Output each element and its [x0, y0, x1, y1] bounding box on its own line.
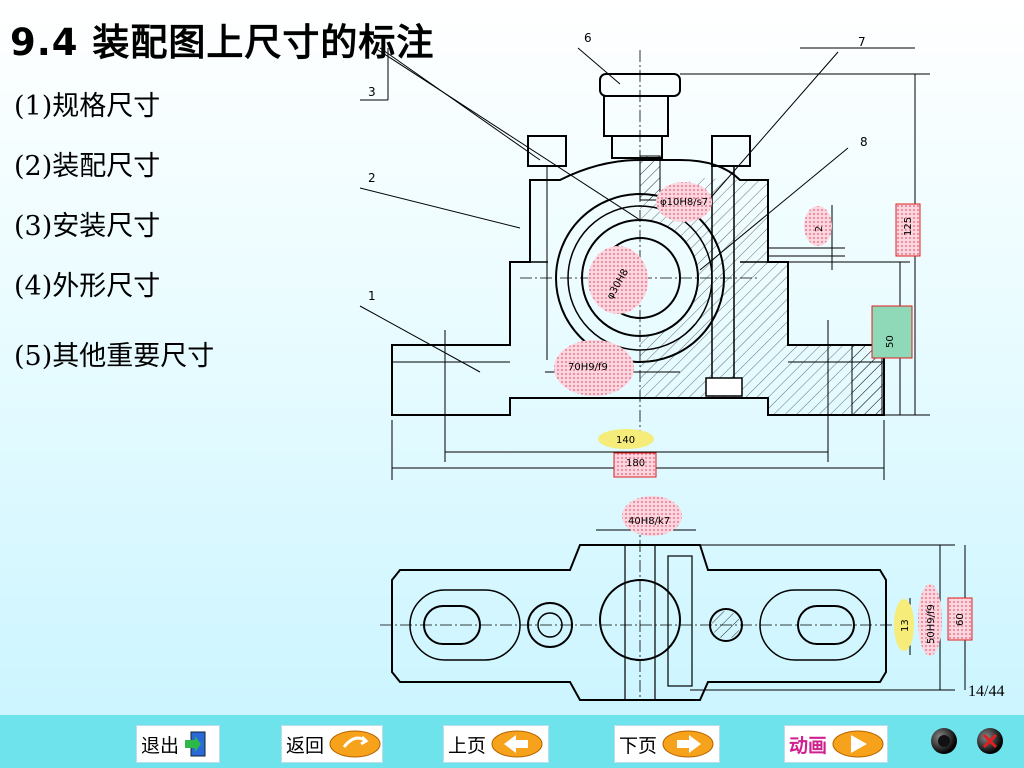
- highlight-depth-fit: [918, 584, 942, 656]
- animation-button[interactable]: 动画: [784, 725, 888, 763]
- highlight-base-fit: [554, 340, 634, 396]
- animation-label: 动画: [789, 734, 828, 757]
- oil-cup-section: [639, 155, 661, 201]
- list-item-overall-dimension: (4)外形尺寸: [14, 271, 161, 302]
- right-arrow-icon: [662, 730, 714, 758]
- highlight-depth-13: [894, 599, 914, 651]
- dimension-top-fit: 40H8/k7: [628, 516, 670, 527]
- part-label-1: 1: [368, 289, 376, 303]
- section-hatch: [640, 178, 884, 415]
- record-icon: [938, 735, 950, 747]
- exit-button[interactable]: 退出: [136, 725, 220, 763]
- record-button[interactable]: [931, 728, 957, 754]
- dimension-height-125: 125: [903, 217, 914, 236]
- list-item-other-dimension: (5)其他重要尺寸: [14, 341, 215, 372]
- play-icon: [832, 730, 884, 758]
- dimension-fit-top: φ10H8/s7: [660, 197, 708, 208]
- back-label: 返回: [286, 734, 325, 757]
- exit-label: 退出: [141, 734, 180, 757]
- list-item-spec-dimension: (1)规格尺寸: [14, 91, 161, 122]
- slide-title: 9.4 装配图上尺寸的标注: [10, 21, 435, 64]
- next-page-button[interactable]: 下页: [614, 725, 720, 763]
- part-label-8: 8: [860, 135, 868, 149]
- highlight-top-fit: [622, 496, 682, 536]
- list-item-installation-dimension: (3)安装尺寸: [14, 211, 161, 242]
- dimension-width-180: 180: [626, 458, 645, 469]
- part-label-3: 3: [368, 85, 376, 99]
- previous-page-button[interactable]: 上页: [443, 725, 549, 763]
- part-label-6: 6: [584, 31, 592, 45]
- navigation-toolbar: 退出 返回 上页 下页 动画: [0, 715, 1024, 768]
- highlight-offset-2: [804, 206, 832, 246]
- top-view: [391, 544, 887, 701]
- part-label-7: 7: [858, 35, 866, 49]
- exit-door-icon: [185, 731, 206, 757]
- next-page-label: 下页: [619, 734, 658, 757]
- previous-page-label: 上页: [448, 734, 487, 757]
- dimension-offset-2: 2: [814, 226, 825, 232]
- part-label-4: 4: [364, 29, 372, 43]
- highlight-height-50: [871, 305, 913, 359]
- dimension-width-140: 140: [616, 435, 635, 446]
- page-indicator: 14/44: [968, 683, 1005, 700]
- highlight-bore: [588, 246, 648, 314]
- highlight-height-125: [895, 203, 921, 257]
- highlight-width-140: [598, 429, 654, 449]
- close-icon: [982, 733, 998, 749]
- dimension-depth-fit: 50H9/f9: [926, 604, 937, 644]
- dimension-depth-60: 60: [955, 613, 966, 626]
- slide-canvas: 9.4 装配图上尺寸的标注 (1)规格尺寸 (2)装配尺寸 (3)安装尺寸 (4…: [10, 21, 1005, 701]
- back-button[interactable]: 返回: [281, 725, 383, 763]
- highlight-fit-top: [656, 182, 712, 222]
- highlight-width-180: [613, 452, 657, 478]
- left-arrow-icon: [491, 730, 543, 758]
- close-button[interactable]: [977, 728, 1003, 754]
- dimension-depth-13: 13: [900, 619, 911, 632]
- highlight-depth-60: [947, 597, 973, 641]
- list-item-assembly-dimension: (2)装配尺寸: [14, 151, 161, 182]
- part-label-2: 2: [368, 171, 376, 185]
- dimension-height-50: 50: [885, 335, 896, 348]
- assembly-drawing: 4 3 2 1 6 7 8 φ10H8/s7 φ30H8 70H9/f9 140…: [359, 29, 973, 701]
- dimension-base-fit: 70H9/f9: [568, 362, 608, 373]
- return-arrow-icon: [329, 730, 381, 758]
